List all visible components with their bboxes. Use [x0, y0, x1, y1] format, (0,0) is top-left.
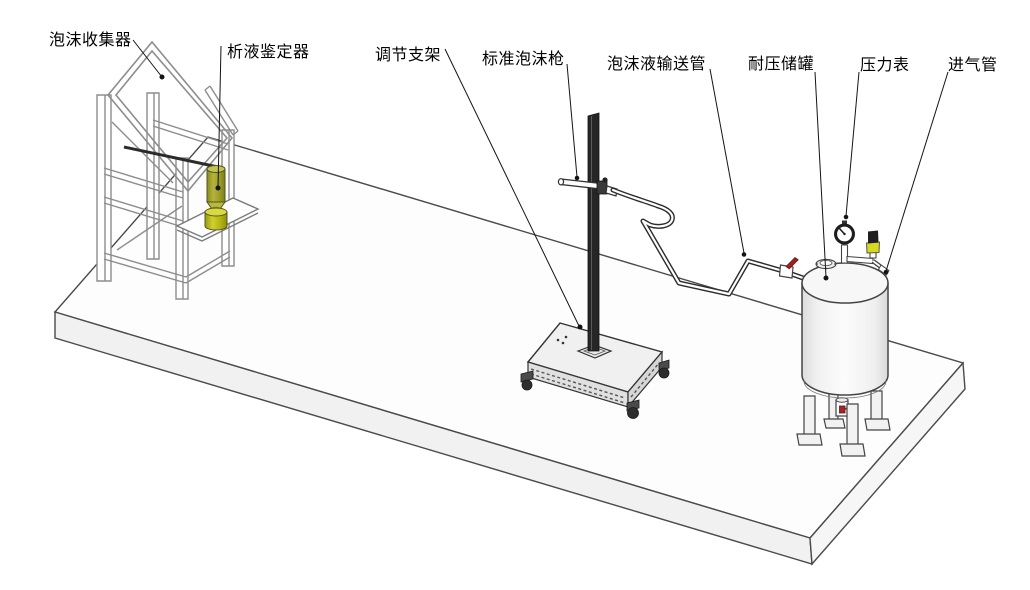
foam-collector-frame: [96, 40, 260, 300]
gun-clamp: [596, 180, 608, 195]
label-foam-delivery-pipe: 泡沫液输送管: [607, 55, 706, 73]
label-pressure-gauge: 压力表: [860, 56, 910, 74]
dark-support-bar: [123, 145, 219, 169]
collector-lid: [204, 85, 239, 136]
leader-air-inlet-pipe: [883, 71, 949, 275]
foam-delivery-pipe: [610, 187, 806, 297]
stand-pole: [587, 112, 600, 352]
clamp-knob: [602, 177, 608, 183]
frame-rails: [103, 119, 231, 284]
labels: 泡沫收集器 析液鉴定器 调节支架 标准泡沫枪 泡沫液输送管 耐压储罐 压力表 进…: [49, 31, 998, 74]
platform-table: [53, 136, 966, 566]
leader-pressure-tank: [814, 71, 829, 281]
label-pressure-tank: 耐压储罐: [748, 55, 814, 73]
pressure-tank: [778, 220, 891, 457]
collector-panel: [106, 40, 234, 193]
leader-adjust-bracket: [444, 48, 583, 330]
label-standard-foam-gun: 标准泡沫枪: [482, 50, 565, 68]
air-inlet-valve: [865, 230, 881, 254]
leader-standard-foam-gun: [566, 63, 580, 181]
stand-base-texture: [530, 362, 660, 404]
drainage-analyzer-cylinder: [204, 165, 228, 231]
pressure-gauge: [834, 220, 855, 245]
label-adjust-bracket: 调节支架: [375, 46, 441, 64]
tank-left-valve: [778, 256, 799, 279]
leader-foam-delivery-pipe: [709, 68, 747, 257]
leader-drainage-analyzer: [215, 45, 222, 191]
label-drainage-analyzer: 析液鉴定器: [227, 43, 310, 61]
tank-drain-valve: [835, 397, 852, 417]
label-foam-collector: 泡沫收集器: [49, 31, 132, 49]
caster-wheels: [520, 359, 670, 419]
leader-lines: [132, 39, 949, 330]
tank-body: [801, 283, 889, 396]
tank-top: [801, 262, 889, 304]
adjust-stand: [520, 112, 670, 419]
leader-foam-collector: [132, 39, 165, 80]
leader-pressure-gauge: [843, 71, 860, 220]
base-bolt-holes: [556, 335, 568, 345]
label-air-inlet-pipe: 进气管: [948, 56, 998, 74]
platform-right-face: [809, 361, 966, 566]
tank-top-piping: [840, 240, 890, 276]
frame-diagonal-braces: [111, 121, 183, 251]
